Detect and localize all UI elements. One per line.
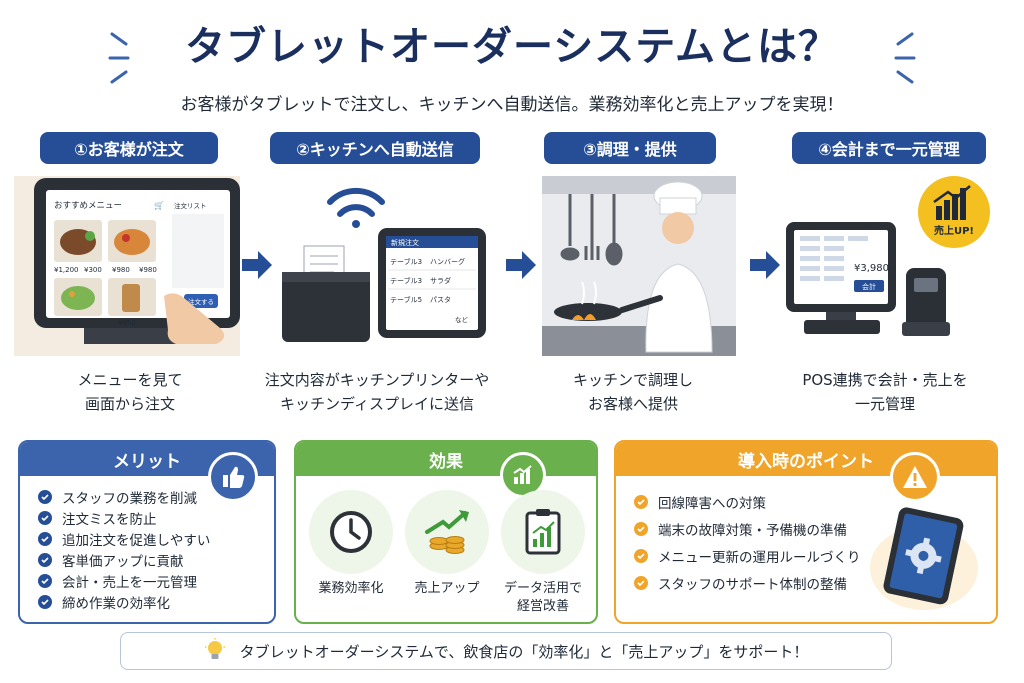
sparkle-lines-right-icon — [894, 32, 916, 84]
check-icon — [38, 594, 52, 609]
list-item: スタッフの業務を削減 — [38, 486, 210, 507]
hanging-utensils-icon — [560, 194, 623, 266]
thumbs-up-icon — [208, 452, 258, 502]
effects-card: 効果 業務効率化 売上アップ データ活用で経営改善 — [294, 440, 598, 624]
chef-icon — [645, 181, 713, 353]
list-item: 会計・売上を一元管理 — [38, 570, 210, 591]
page-subtitle: お客様がタブレットで注文し、キッチンへ自動送信。業務効率化と売上アップを実現！ — [180, 95, 844, 115]
price-label: ¥980 — [112, 266, 130, 274]
price-label: ¥980 — [139, 266, 157, 274]
order-item: ハンバーグ — [430, 257, 465, 266]
warning-icon — [890, 452, 940, 502]
check-icon — [634, 548, 648, 563]
sparkle-lines-left-icon — [108, 32, 130, 84]
effects-title: 効果 — [296, 442, 596, 476]
coins-up-icon — [405, 490, 489, 574]
sales-up-badge-label: 売上UP! — [934, 224, 974, 237]
points-list: 回線障害への対策 端末の故障対策・予備機の準備 メニュー更新の運用ルールづくり … — [634, 488, 861, 596]
tablet-cart-label: 注文リスト — [174, 201, 207, 210]
merits-list: スタッフの業務を削減 注文ミスを防止 追加注文を促進しやすい 客単価アップに貢献… — [38, 486, 210, 612]
step-2-description: 注文内容がキッチンプリンターやキッチンディスプレイに送信 — [264, 371, 490, 413]
dish-4-image — [108, 278, 156, 316]
wifi-icon — [327, 187, 385, 228]
clock-icon — [309, 490, 393, 574]
bar-chart-up-icon — [933, 185, 971, 220]
chef-cooking-illustration — [542, 176, 736, 356]
dish-3-image — [54, 278, 102, 316]
check-icon — [38, 573, 52, 588]
step-1-description: メニューを見て画面から注文 — [77, 371, 183, 413]
effect-sales-up: 売上アップ — [402, 490, 492, 598]
list-item: 端末の故障対策・予備機の準備 — [634, 515, 861, 542]
list-item: スタッフのサポート体制の整備 — [634, 569, 861, 596]
check-icon — [634, 575, 648, 590]
pos-pay-button — [854, 280, 884, 292]
check-icon — [38, 510, 52, 525]
pos-total: ¥3,980 — [854, 263, 889, 274]
order-table: テーブル3 — [390, 257, 422, 266]
customer-tablet-illustration: おすすめメニュー 🛒 注文リスト ¥1,200 ¥300 ¥980 ¥980 ¥… — [14, 176, 240, 356]
step-3-label: ③調理・提供 — [544, 132, 716, 164]
list-item: 注文ミスを防止 — [38, 507, 210, 528]
order-table: テーブル5 — [390, 295, 422, 304]
points-card: 導入時のポイント 回線障害への対策 端末の故障対策・予備機の準備 メニュー更新の… — [614, 440, 998, 624]
step-4-label: ④会計まで一元管理 — [792, 132, 986, 164]
svg-text:🛒: 🛒 — [154, 200, 164, 210]
pos-register-illustration: 売上UP! ¥3,980 会計 — [786, 176, 990, 336]
list-item: 回線障害への対策 — [634, 488, 861, 515]
lightbulb-icon — [204, 638, 225, 659]
list-item: 追加注文を促進しやすい — [38, 528, 210, 549]
tablet-order-button-label: 注文する — [188, 297, 214, 306]
step-1-label: ①お客様が注文 — [40, 132, 218, 164]
tablet-settings-illustration — [870, 507, 978, 610]
check-icon — [38, 489, 52, 504]
order-table: テーブル3 — [390, 276, 422, 285]
footer-text: タブレットオーダーシステムで、飲食店の「効率化」と「売上アップ」をサポート！ — [239, 642, 809, 661]
printer-and-kitchen-display-illustration: 新規注文 テーブル3 ハンバーグ テーブル3 サラダ テーブル5 パスタ など — [282, 187, 486, 342]
list-item: 客単価アップに貢献 — [38, 549, 210, 570]
step-2-label: ②キッチンへ自動送信 — [270, 132, 480, 164]
dish-2-image — [108, 220, 156, 262]
clipboard-chart-icon — [501, 490, 585, 574]
check-icon — [634, 521, 648, 536]
step-4-description: POS連携で会計・売上を一元管理 — [802, 371, 968, 413]
price-label: ¥300 — [84, 266, 102, 274]
step-3-description: キッチンで調理しお客様へ提供 — [572, 371, 693, 413]
order-item: サラダ — [430, 276, 451, 285]
flow-arrow-icon — [506, 251, 536, 279]
check-icon — [634, 494, 648, 509]
kitchen-display-header: 新規注文 — [391, 238, 419, 247]
dish-1-image — [54, 220, 102, 262]
flow-arrow-icon — [242, 251, 272, 279]
tablet-menu-heading: おすすめメニュー — [54, 201, 122, 211]
frying-pan-icon — [554, 281, 663, 321]
check-icon — [38, 552, 52, 567]
page-title: タブレットオーダーシステムとは？ — [185, 24, 839, 70]
effect-efficiency: 業務効率化 — [306, 490, 396, 598]
footer-banner: タブレットオーダーシステムで、飲食店の「効率化」と「売上アップ」をサポート！ — [120, 632, 892, 670]
flow-arrow-icon — [750, 251, 780, 279]
price-label: ¥450 — [118, 319, 136, 327]
check-icon — [38, 531, 52, 546]
order-item: パスタ — [430, 295, 451, 304]
list-item: メニュー更新の運用ルールづくり — [634, 542, 861, 569]
hand-icon — [164, 293, 225, 344]
kitchen-printer-icon — [282, 272, 370, 342]
list-item: 締め作業の効率化 — [38, 591, 210, 612]
price-label: ¥1,200 — [54, 266, 79, 274]
order-more: など — [455, 316, 469, 324]
tablet-order-button — [184, 294, 218, 308]
gear-icon — [905, 537, 942, 575]
effect-data-management: データ活用で経営改善 — [498, 490, 588, 616]
pos-pay-button-label: 会計 — [862, 282, 876, 291]
merits-card: メリット スタッフの業務を削減 注文ミスを防止 追加注文を促進しやすい 客単価ア… — [18, 440, 276, 624]
